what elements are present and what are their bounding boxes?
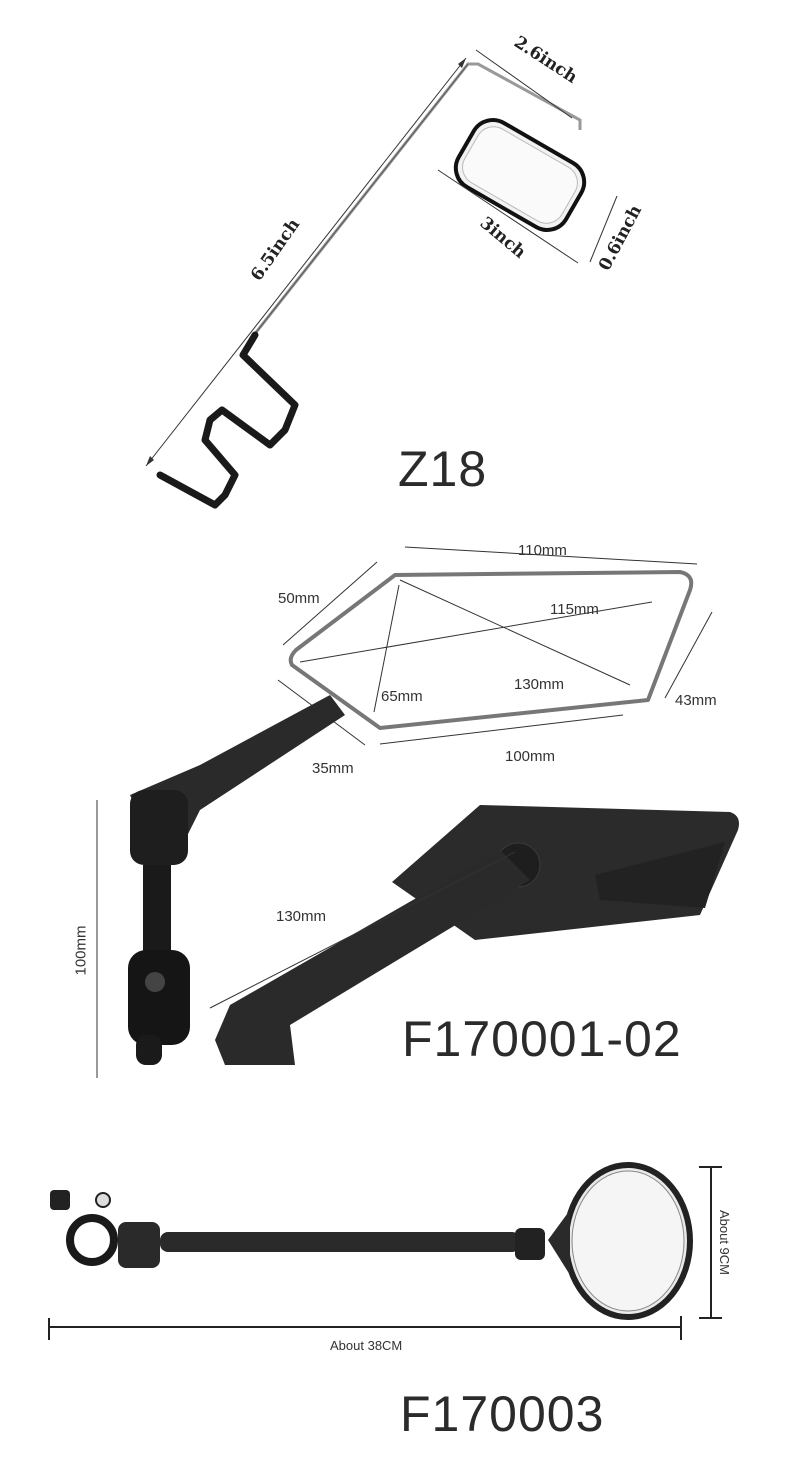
dim-bottom-edge: 100mm	[505, 748, 556, 765]
product-f170001-02: 110mm 50mm 115mm 65mm 130mm 43mm 100mm 3…	[0, 520, 800, 1100]
dim-arm-length-f170001: 130mm	[276, 908, 327, 925]
dim-right-edge: 43mm	[675, 692, 717, 709]
f170001-mirror-illustration	[96, 546, 739, 1078]
model-label-z18: Z18	[398, 441, 488, 497]
dim-side-height: 100mm	[72, 925, 90, 976]
dim-diagonal-long: 115mm	[550, 601, 599, 618]
model-label-f170003: F170003	[400, 1386, 605, 1442]
dim-inner-height: 65mm	[381, 688, 423, 705]
product-z18: 2.6inch 6.5inch 3inch 0.6inch Z18	[0, 0, 800, 520]
dim-top-edge: 110mm	[518, 542, 567, 559]
f170003-mirror-illustration	[48, 1162, 722, 1340]
product-f170003: About 38CM About 9CM F170003	[0, 1100, 800, 1466]
dim-mount-width: 35mm	[312, 760, 354, 777]
dim-left-edge: 50mm	[278, 590, 320, 607]
dim-total-length: About 38CM	[330, 1338, 403, 1353]
dim-mirror-diameter: About 9CM	[717, 1209, 733, 1276]
model-label-f170001-02: F170001-02	[402, 1011, 682, 1067]
dim-diagonal-cross: 130mm	[514, 676, 565, 693]
z18-mirror-illustration	[145, 49, 618, 509]
